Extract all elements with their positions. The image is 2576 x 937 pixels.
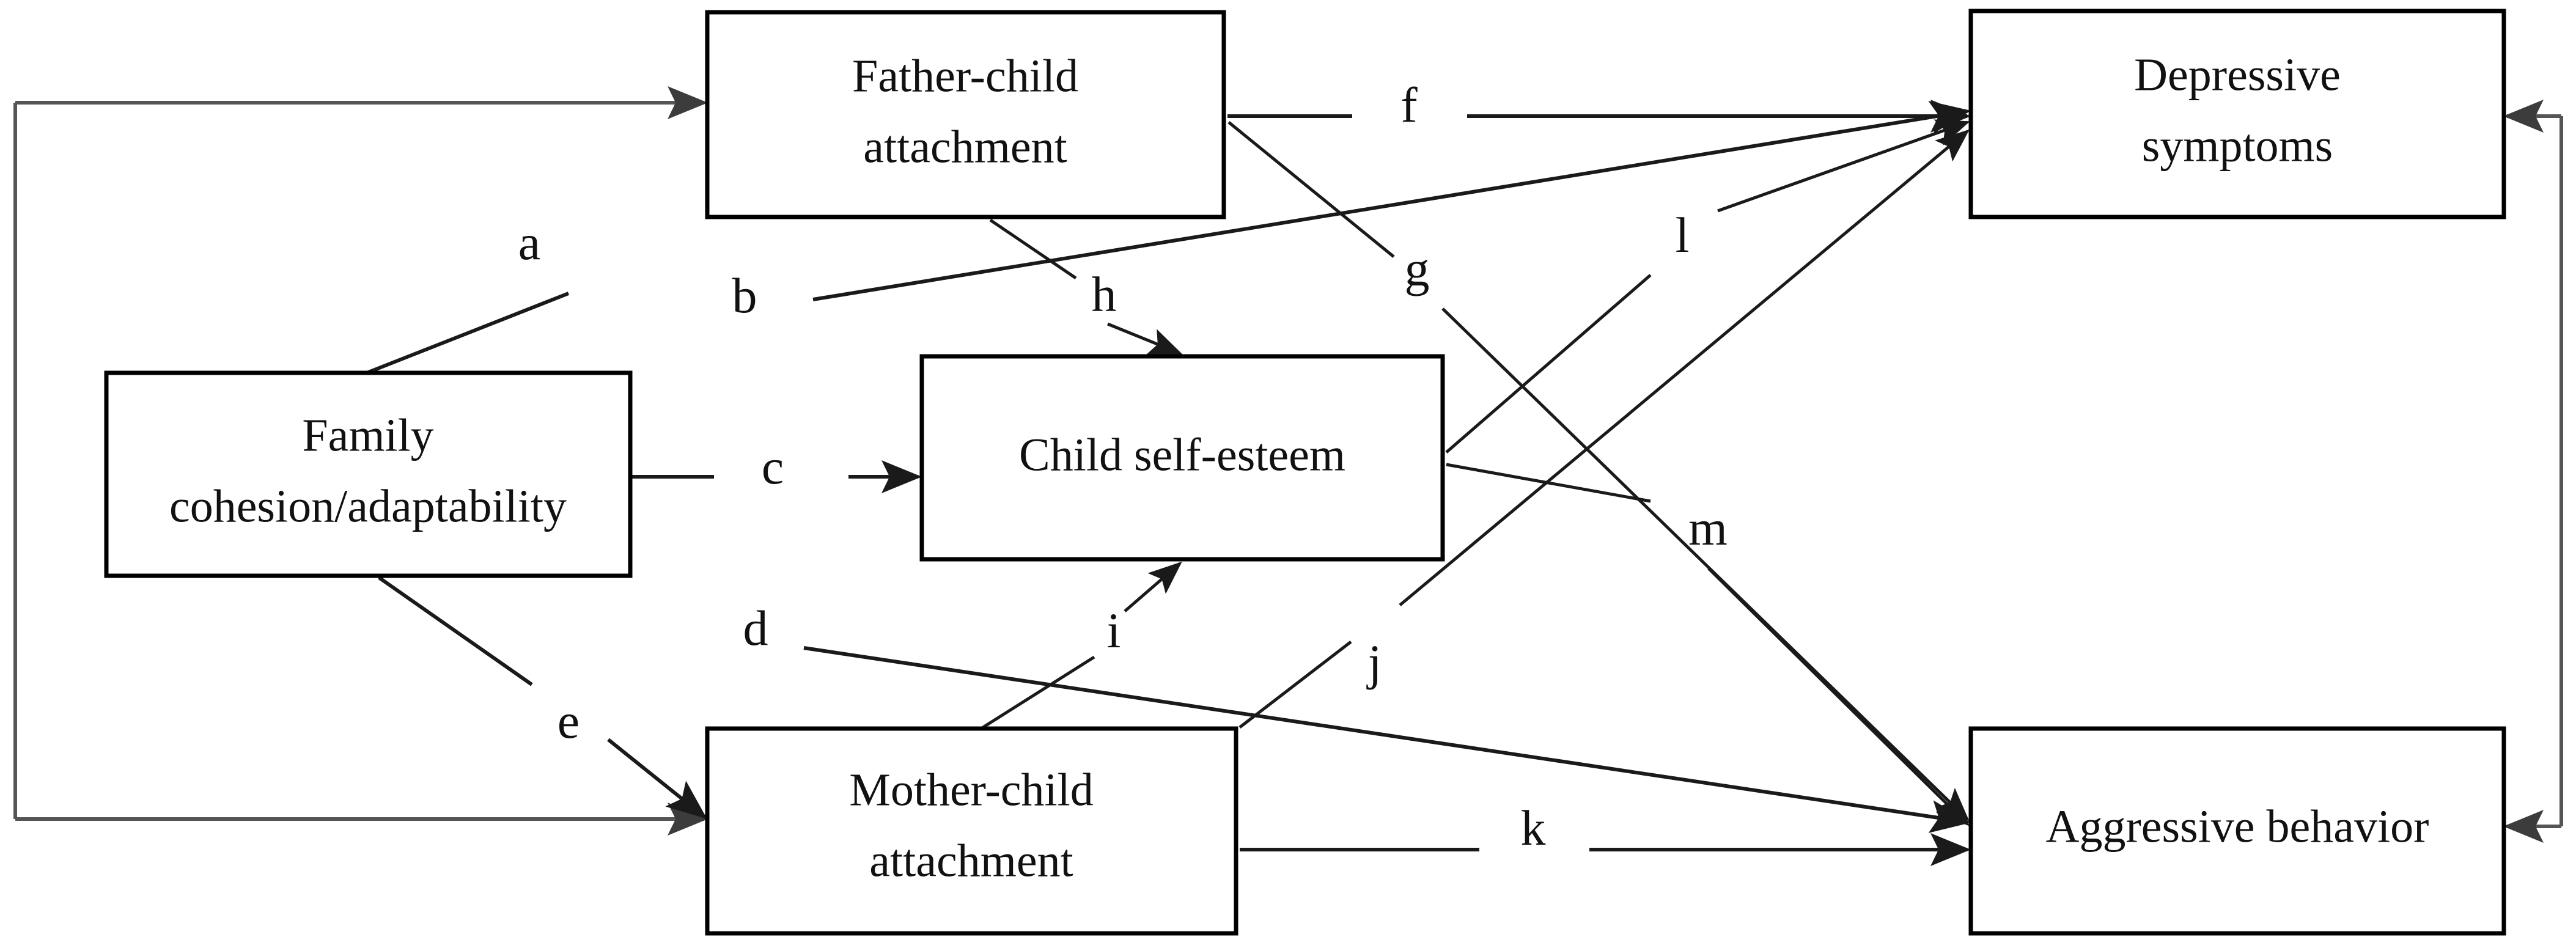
node-family-cohesion-adaptability-box[interactable] bbox=[104, 370, 633, 578]
edge-label-e: e bbox=[558, 693, 580, 749]
path-d-line bbox=[803, 646, 1971, 833]
path-i-stub bbox=[982, 655, 1095, 729]
feedback-loop-left bbox=[13, 86, 708, 836]
edge-label-c: c bbox=[762, 439, 784, 494]
path-h-arrow bbox=[1107, 322, 1183, 355]
node-family-cohesion-adaptability-label-line2: cohesion/adaptability bbox=[169, 480, 567, 532]
path-d bbox=[803, 646, 1971, 833]
path-j-stub bbox=[1238, 641, 1352, 729]
path-a-line bbox=[366, 292, 570, 375]
node-mother-child-attachment-label-line1: Mother-child bbox=[849, 764, 1093, 815]
node-child-self-esteem[interactable]: Child self-esteem bbox=[919, 354, 1445, 562]
path-e bbox=[378, 576, 707, 819]
path-g bbox=[1227, 121, 1970, 821]
path-l bbox=[1445, 119, 1970, 454]
edge-label-k: k bbox=[1521, 800, 1546, 856]
path-j-arrow bbox=[1399, 129, 1970, 606]
edge-label-i: i bbox=[1107, 603, 1121, 658]
path-l-arrow bbox=[1717, 119, 1970, 213]
edge-label-d: d bbox=[743, 600, 768, 656]
path-g-stub bbox=[1227, 121, 1395, 258]
node-father-child-attachment[interactable]: Father-child attachment bbox=[705, 10, 1226, 219]
path-e-stub bbox=[378, 576, 533, 686]
path-i-arrow bbox=[1124, 561, 1182, 612]
node-family-cohesion-adaptability-label-line1: Family bbox=[302, 410, 433, 461]
edge-label-b: b bbox=[732, 268, 757, 323]
feedback-loop-right bbox=[2503, 100, 2563, 843]
edge-label-h: h bbox=[1092, 266, 1117, 322]
path-e-arrow bbox=[607, 738, 707, 819]
path-l-stub bbox=[1445, 274, 1652, 454]
edge-label-f: f bbox=[1400, 77, 1418, 133]
node-depressive-symptoms-box[interactable] bbox=[1968, 9, 2506, 219]
path-a bbox=[366, 292, 570, 375]
edge-label-l: l bbox=[1676, 207, 1690, 263]
path-h bbox=[989, 218, 1183, 355]
node-father-child-attachment-label-line2: attachment bbox=[863, 121, 1067, 172]
node-child-self-esteem-label-line1: Child self-esteem bbox=[1019, 429, 1345, 480]
path-b bbox=[812, 101, 1971, 301]
node-mother-child-attachment-box[interactable] bbox=[705, 726, 1238, 936]
path-m-stub bbox=[1446, 463, 1651, 503]
edge-label-g: g bbox=[1405, 241, 1430, 296]
node-father-child-attachment-box[interactable] bbox=[705, 10, 1226, 219]
node-aggressive-behavior-label-line1: Aggressive behavior bbox=[2046, 801, 2429, 852]
path-b-line bbox=[812, 101, 1971, 301]
node-aggressive-behavior-box[interactable] bbox=[1968, 726, 2506, 936]
node-family-cohesion-adaptability[interactable]: Family cohesion/adaptability bbox=[104, 370, 633, 578]
node-mother-child-attachment[interactable]: Mother-child attachment bbox=[705, 726, 1238, 936]
path-h-stub bbox=[989, 218, 1077, 280]
node-depressive-symptoms[interactable]: Depressive symptoms bbox=[1968, 9, 2506, 219]
edge-label-j: j bbox=[1366, 634, 1382, 690]
node-depressive-symptoms-label-line2: symptoms bbox=[2142, 120, 2333, 171]
edge-label-a: a bbox=[518, 215, 540, 270]
node-father-child-attachment-label-line1: Father-child bbox=[852, 50, 1078, 101]
node-aggressive-behavior[interactable]: Aggressive behavior bbox=[1968, 726, 2506, 936]
path-j bbox=[1238, 129, 1970, 729]
path-m-arrow bbox=[1707, 567, 1970, 826]
node-child-self-esteem-box[interactable] bbox=[919, 354, 1445, 562]
node-depressive-symptoms-label-line1: Depressive bbox=[2134, 49, 2341, 100]
path-m bbox=[1446, 463, 1970, 826]
path-i bbox=[982, 561, 1182, 729]
path-g-arrow bbox=[1441, 307, 1970, 821]
node-mother-child-attachment-label-line2: attachment bbox=[869, 835, 1073, 886]
edge-label-m: m bbox=[1688, 500, 1728, 556]
